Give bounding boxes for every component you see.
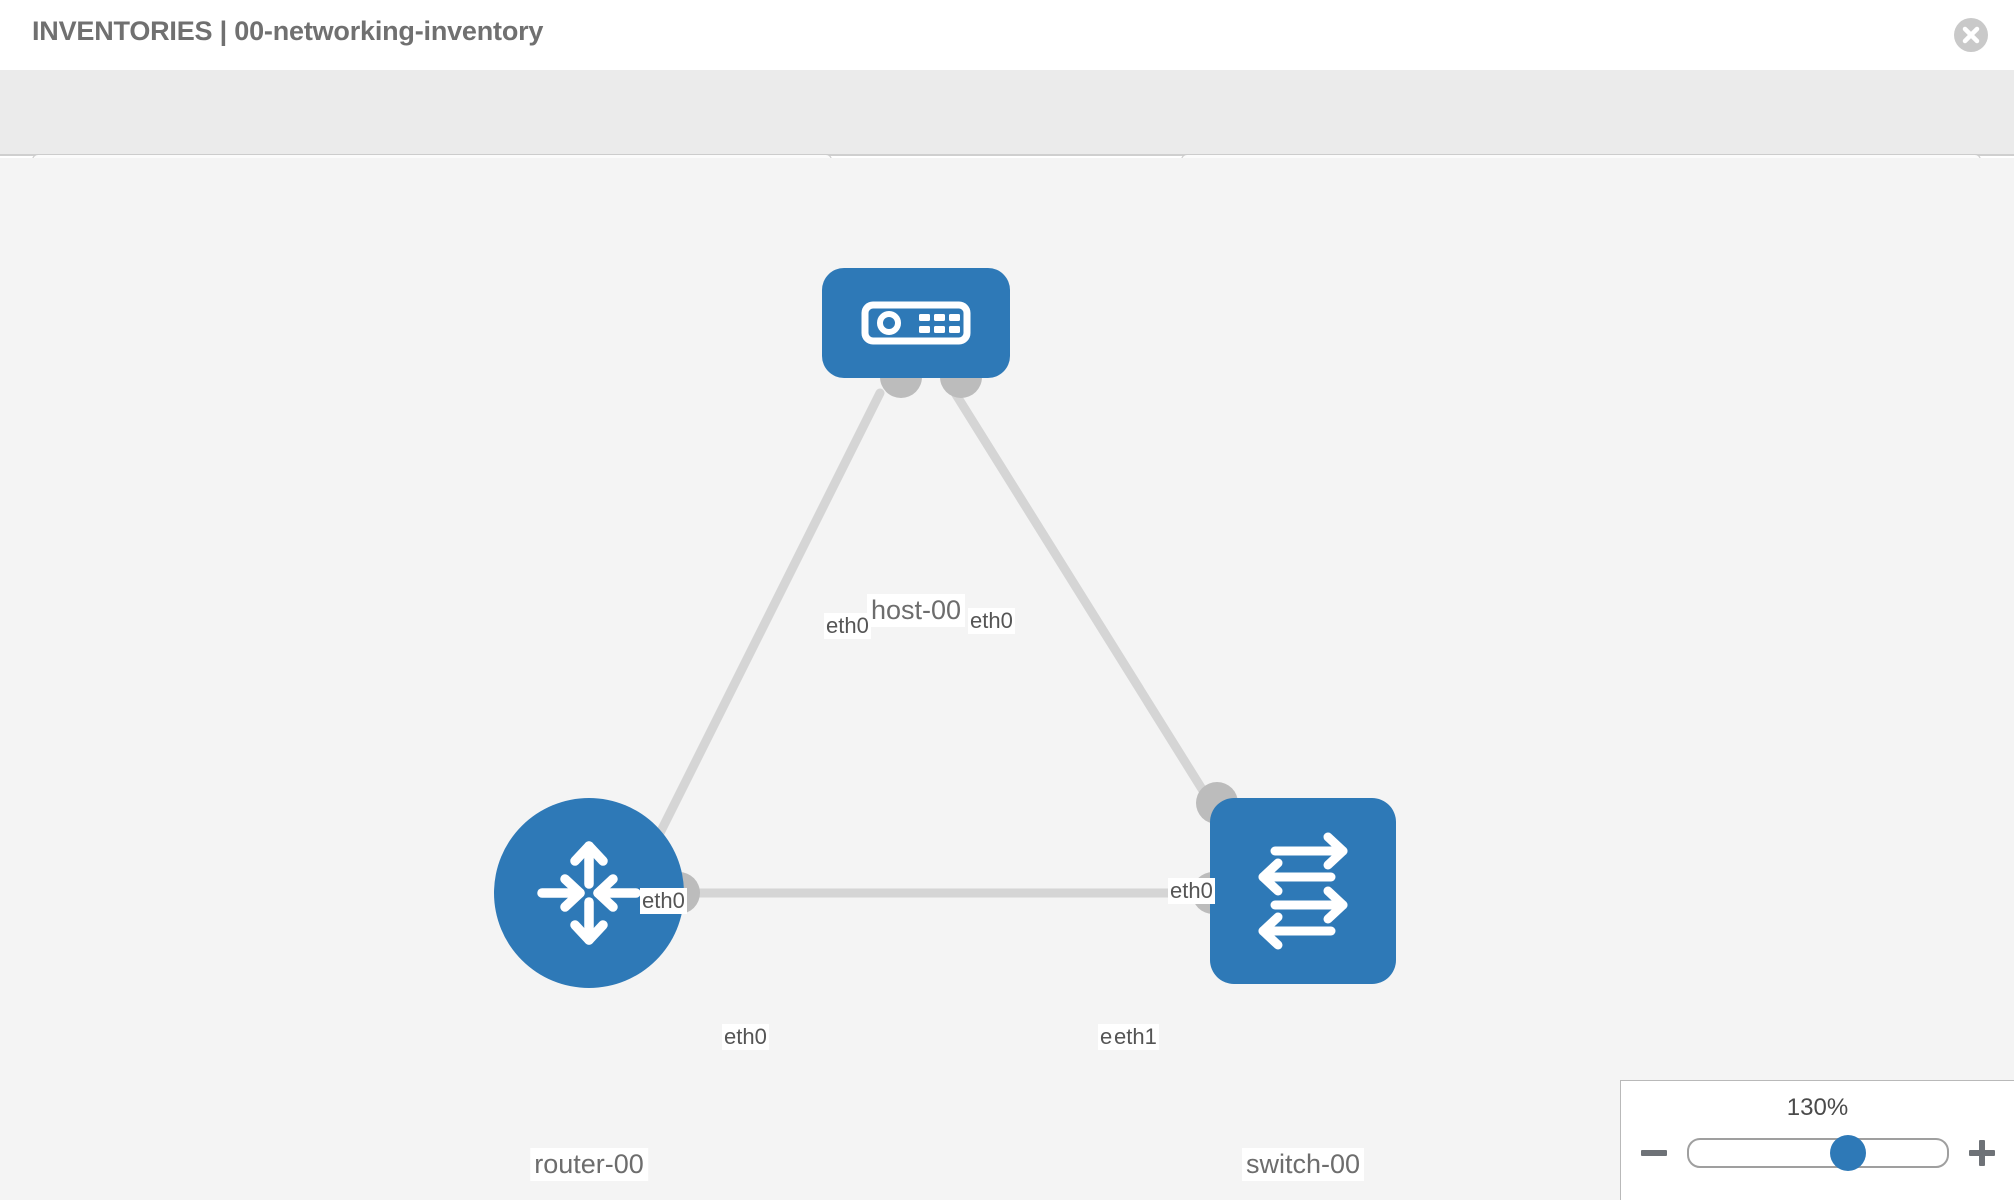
switch-node-shape[interactable] — [1210, 798, 1396, 984]
node-host-00[interactable] — [822, 268, 1010, 398]
port-label-router-eth0-right: eth0 — [722, 1024, 769, 1050]
port-label-switch-eth0-up: eth0 — [1168, 878, 1215, 904]
zoom-slider[interactable] — [1686, 1135, 1949, 1171]
port-label-router-eth0-up: eth0 — [640, 888, 687, 914]
node-label-host-00: host-00 — [866, 594, 966, 627]
node-label-router-00: router-00 — [530, 1148, 648, 1181]
port-label-host-eth0-left: eth0 — [824, 613, 871, 639]
zoom-control-panel: 130% — [1620, 1080, 2014, 1200]
server-icon — [861, 301, 971, 345]
switch-arrows-icon — [1258, 832, 1348, 950]
page-header: INVENTORIES | 00-networking-inventory — [0, 0, 2014, 70]
link-host-router[interactable] — [640, 388, 885, 868]
router-arrows-icon — [537, 841, 641, 945]
node-switch-00[interactable] — [1192, 782, 1396, 984]
close-icon[interactable] — [1954, 18, 1988, 52]
minus-icon[interactable] — [1639, 1138, 1669, 1168]
zoom-level-value: 130% — [1786, 1094, 1849, 1121]
link-host-switch[interactable] — [950, 388, 1250, 863]
port-label-switch-eth1-front: eth1 — [1112, 1024, 1159, 1050]
node-label-switch-00: switch-00 — [1241, 1148, 1365, 1181]
page-title: INVENTORIES | 00-networking-inventory — [32, 16, 544, 46]
zoom-control-row — [1621, 1133, 2014, 1173]
topology-links — [640, 388, 1250, 898]
zoom-slider-thumb[interactable] — [1830, 1135, 1867, 1171]
port-label-host-eth0-right: eth0 — [968, 608, 1015, 634]
host-node-shape[interactable] — [822, 268, 1010, 378]
topology-canvas[interactable]: host-00 eth0 eth0 — [0, 158, 2014, 1200]
toolbar: ACTIONS SEARCH — [0, 70, 2014, 210]
close-icon-glyph — [1962, 26, 1980, 44]
plus-icon[interactable] — [1967, 1138, 1997, 1168]
